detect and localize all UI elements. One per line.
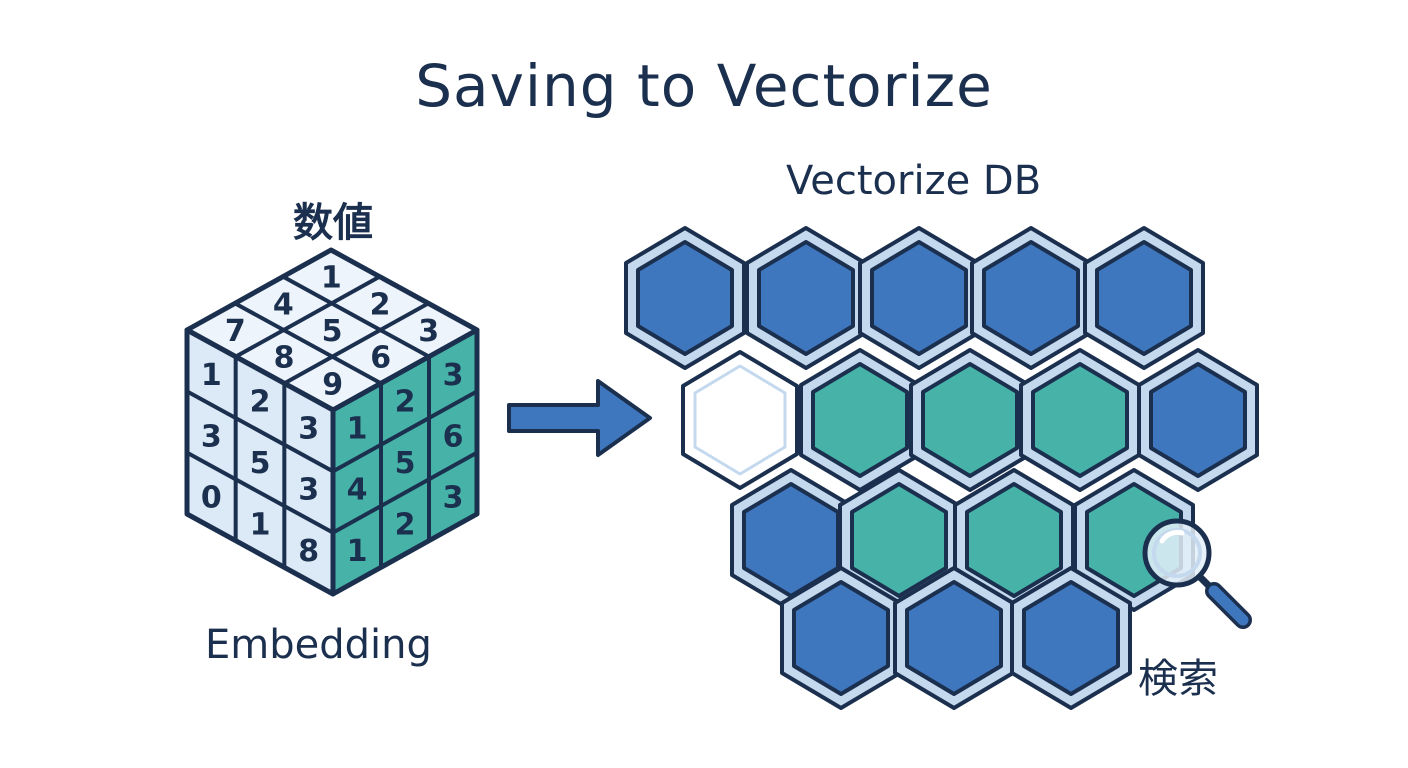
cube-grid-line: [282, 274, 430, 359]
cube-front-number: 3: [298, 473, 319, 508]
blue-hexagon: [792, 580, 890, 696]
cube-grid-line: [283, 301, 430, 386]
blue-hexagon: [1095, 240, 1193, 356]
teal-hexagon: [965, 482, 1063, 598]
cube-right-number: 5: [395, 446, 416, 481]
cube-front-number: 1: [201, 358, 222, 393]
cube-grid-lines: [186, 274, 478, 568]
cube-grid-line: [332, 389, 478, 474]
cube-grid-line: [186, 389, 334, 474]
cube-front-number: 2: [250, 385, 271, 420]
numbers-label: 数値: [293, 200, 373, 246]
magnifier-icon: [1142, 518, 1252, 629]
cube-right-number: 3: [443, 358, 464, 393]
cube-top-number: 3: [418, 314, 439, 349]
vectorize-db-label: Vectorize DB: [786, 158, 1042, 204]
cube-front-number: 0: [201, 481, 222, 516]
vectorize-db-hex-grid: [624, 226, 1259, 710]
cube-grid-line: [234, 274, 381, 359]
teal-hexagon: [921, 362, 1019, 478]
cube-right-number: 6: [443, 419, 464, 454]
cube-top-number: 6: [370, 341, 391, 376]
blue-hexagon: [1149, 362, 1247, 478]
search-label: 検索: [1138, 656, 1218, 702]
cube-right-number: 3: [443, 481, 464, 516]
embedding-label: Embedding: [205, 622, 432, 668]
cube-top-number: 9: [322, 367, 343, 402]
cube-right-number: 2: [395, 507, 416, 542]
cube-top-number: 4: [273, 287, 294, 322]
cube-front-number: 3: [298, 411, 319, 446]
cube-right-number: 1: [347, 411, 368, 446]
cube-top-number: 7: [225, 314, 246, 349]
blue-hexagon: [1022, 580, 1120, 696]
cube-grid-line: [332, 450, 478, 535]
cube-top-number: 1: [321, 261, 342, 296]
blue-hexagon: [870, 240, 968, 356]
cube-right-number: 1: [347, 534, 368, 569]
blue-hexagon: [757, 240, 855, 356]
cube-front-number: 8: [298, 534, 319, 569]
teal-hexagon: [1031, 362, 1129, 478]
cube-grid-line: [186, 450, 334, 535]
cube-top-number: 2: [370, 287, 391, 322]
blue-hexagon: [982, 240, 1080, 356]
cube-top-number: 5: [322, 314, 343, 349]
right-arrow-icon: [507, 379, 652, 457]
teal-hexagon: [811, 362, 909, 478]
cube-front-number: 1: [250, 507, 271, 542]
cube-grid-line: [234, 301, 382, 386]
blue-hexagon: [905, 580, 1003, 696]
blue-hexagon: [636, 240, 734, 356]
cube-top-number: 8: [274, 341, 295, 376]
cube-front-number: 5: [250, 446, 271, 481]
teal-hexagon: [850, 482, 948, 598]
cube-right-number: 2: [395, 385, 416, 420]
page-title: Saving to Vectorize: [415, 52, 993, 120]
cube-right-number: 4: [347, 473, 368, 508]
empty-hexagon-inner: [693, 364, 787, 476]
cube-front-number: 3: [201, 419, 222, 454]
